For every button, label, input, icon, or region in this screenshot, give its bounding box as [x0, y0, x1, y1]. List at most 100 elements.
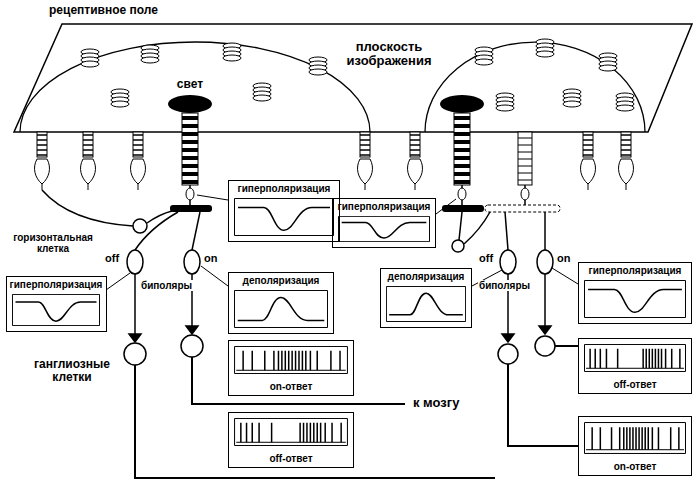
bipolar-dendrite — [544, 212, 546, 250]
image-plane — [14, 24, 692, 132]
leader-line — [106, 273, 130, 290]
spike-graph — [235, 346, 348, 373]
graph-box: гиперполяризация — [6, 276, 107, 332]
disc-stack — [141, 45, 159, 63]
disc-stack — [111, 89, 129, 107]
disc-stack — [309, 57, 327, 75]
graph-box: деполяризация — [228, 272, 334, 334]
horizontal-process — [464, 212, 490, 244]
bipolar-axon — [544, 274, 546, 326]
box-label: деполяризация — [243, 275, 320, 287]
part-label: свет — [170, 78, 210, 91]
lit-receptor — [440, 95, 484, 212]
graph-box: гиперполяризация — [578, 262, 692, 324]
potential-graph — [338, 216, 429, 241]
graph-box: on-ответ — [228, 340, 354, 396]
receptor-cell — [408, 132, 423, 190]
off-bipolar — [500, 250, 516, 274]
disc-stack — [616, 93, 634, 111]
box-label: гиперполяризация — [238, 183, 331, 195]
disc-stack — [496, 93, 514, 111]
left-circuit — [42, 190, 495, 478]
bipolar-dendrite — [135, 212, 178, 250]
ganglion-cell — [498, 344, 518, 364]
horizontal-cell — [452, 240, 464, 252]
synaptic-terminal — [485, 205, 560, 212]
optic-fiber — [555, 345, 578, 347]
receptor-cell — [619, 132, 634, 190]
disc-stack — [81, 49, 99, 67]
box-label: гиперполяризация — [338, 201, 431, 213]
optic-fiber — [508, 364, 578, 446]
box-label: on-ответ — [614, 461, 657, 473]
spike-graph — [235, 418, 348, 445]
horizontal-process — [42, 190, 133, 226]
synapse — [129, 334, 141, 342]
part-label: on — [556, 252, 571, 264]
synapse — [186, 326, 198, 334]
box-label: деполяризация — [388, 271, 465, 283]
optic-fiber — [192, 357, 405, 404]
bipolar-dendrite — [192, 212, 200, 250]
receptive-field — [425, 42, 645, 132]
part-label: плоскость изображения — [339, 40, 439, 69]
leader-line — [197, 195, 228, 200]
graph-box: off-ответ — [228, 412, 354, 468]
part-label: off — [478, 252, 494, 264]
disc-stack — [536, 39, 554, 57]
receptor-cell — [581, 132, 596, 190]
graph-box: гиперполяризация — [332, 198, 436, 248]
synapse — [539, 326, 551, 334]
cell-stalk — [524, 185, 526, 205]
bipolar-axon — [134, 274, 136, 334]
on-bipolar — [537, 250, 553, 274]
part-label: рецептивное поле — [48, 4, 159, 17]
disc-stack — [599, 53, 617, 71]
box-label: on-ответ — [270, 381, 313, 393]
disc-stack — [253, 83, 271, 101]
receptor-cell — [81, 132, 96, 190]
horizontal-process — [147, 211, 172, 223]
potential-graph — [12, 294, 99, 325]
graph-box: off-ответ — [578, 338, 692, 394]
horizontal-cell — [133, 219, 147, 233]
receptive-field — [20, 42, 370, 132]
ganglion-cell — [181, 335, 203, 357]
ganglion-cell — [124, 343, 146, 365]
synapse — [502, 334, 514, 342]
part-label: ганглиозные клетки — [24, 358, 120, 384]
ganglion-cell — [535, 336, 555, 356]
potential-graph — [386, 286, 465, 321]
box-label: off-ответ — [613, 379, 656, 391]
surround-receptor — [485, 132, 560, 212]
receptor-cell — [131, 132, 146, 190]
outer-segment — [518, 132, 532, 185]
box-label: гиперполяризация — [10, 279, 103, 291]
part-label: on — [203, 252, 218, 264]
box-label: off-ответ — [269, 453, 312, 465]
potential-graph — [234, 290, 327, 327]
box-label: гиперполяризация — [589, 265, 682, 277]
graph-box: on-ответ — [578, 416, 692, 476]
leader-line — [436, 199, 456, 214]
segment-bands — [518, 138, 532, 180]
graph-box: гиперполяризация — [228, 180, 340, 242]
spike-graph — [585, 344, 686, 371]
on-bipolar — [184, 250, 200, 274]
off-bipolar — [127, 250, 143, 274]
part-label: к мозгу — [412, 396, 460, 410]
graph-box: деполяризация — [380, 268, 472, 328]
optic-fiber — [135, 365, 495, 478]
disc-stack — [475, 47, 493, 65]
spike-graph — [585, 423, 686, 454]
part-label: горизонтальная клетка — [4, 232, 102, 254]
part-label: биполяры — [140, 280, 193, 291]
leader-line — [201, 266, 228, 286]
potential-graph — [585, 280, 686, 317]
nucleus — [521, 188, 529, 200]
lit-receptor — [168, 95, 212, 212]
potential-graph — [235, 198, 334, 235]
bipolar-dendrite — [505, 212, 508, 250]
leader-line — [552, 268, 578, 284]
